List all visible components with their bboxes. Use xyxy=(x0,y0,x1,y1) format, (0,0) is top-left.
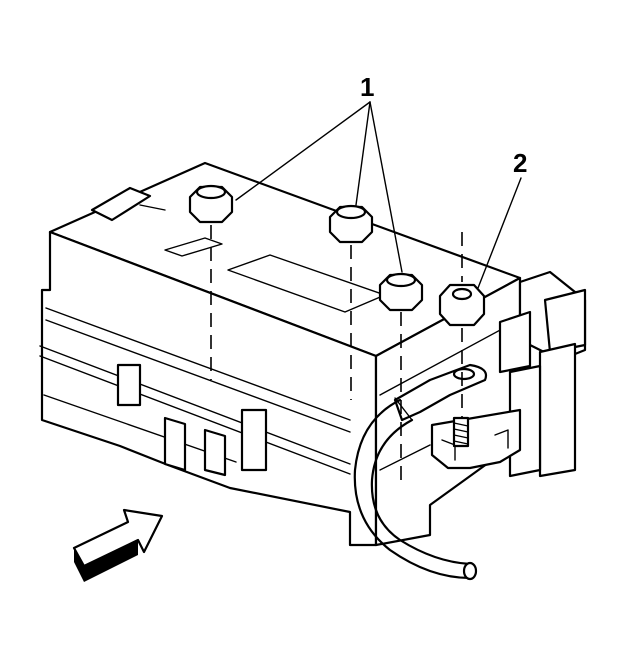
view-arrow-icon xyxy=(72,508,164,582)
housing xyxy=(39,161,522,547)
nut-1c xyxy=(378,272,424,312)
callout-leaders xyxy=(235,101,522,289)
nut-1a xyxy=(188,184,234,224)
centerlines xyxy=(210,225,463,480)
nut-2 xyxy=(438,283,486,327)
threaded-stud xyxy=(452,416,470,448)
callout-1: 1 xyxy=(360,72,374,102)
battery-cable xyxy=(353,363,488,581)
callout-2: 2 xyxy=(513,148,527,178)
connector-block xyxy=(498,270,587,478)
nut-1b xyxy=(328,204,374,244)
